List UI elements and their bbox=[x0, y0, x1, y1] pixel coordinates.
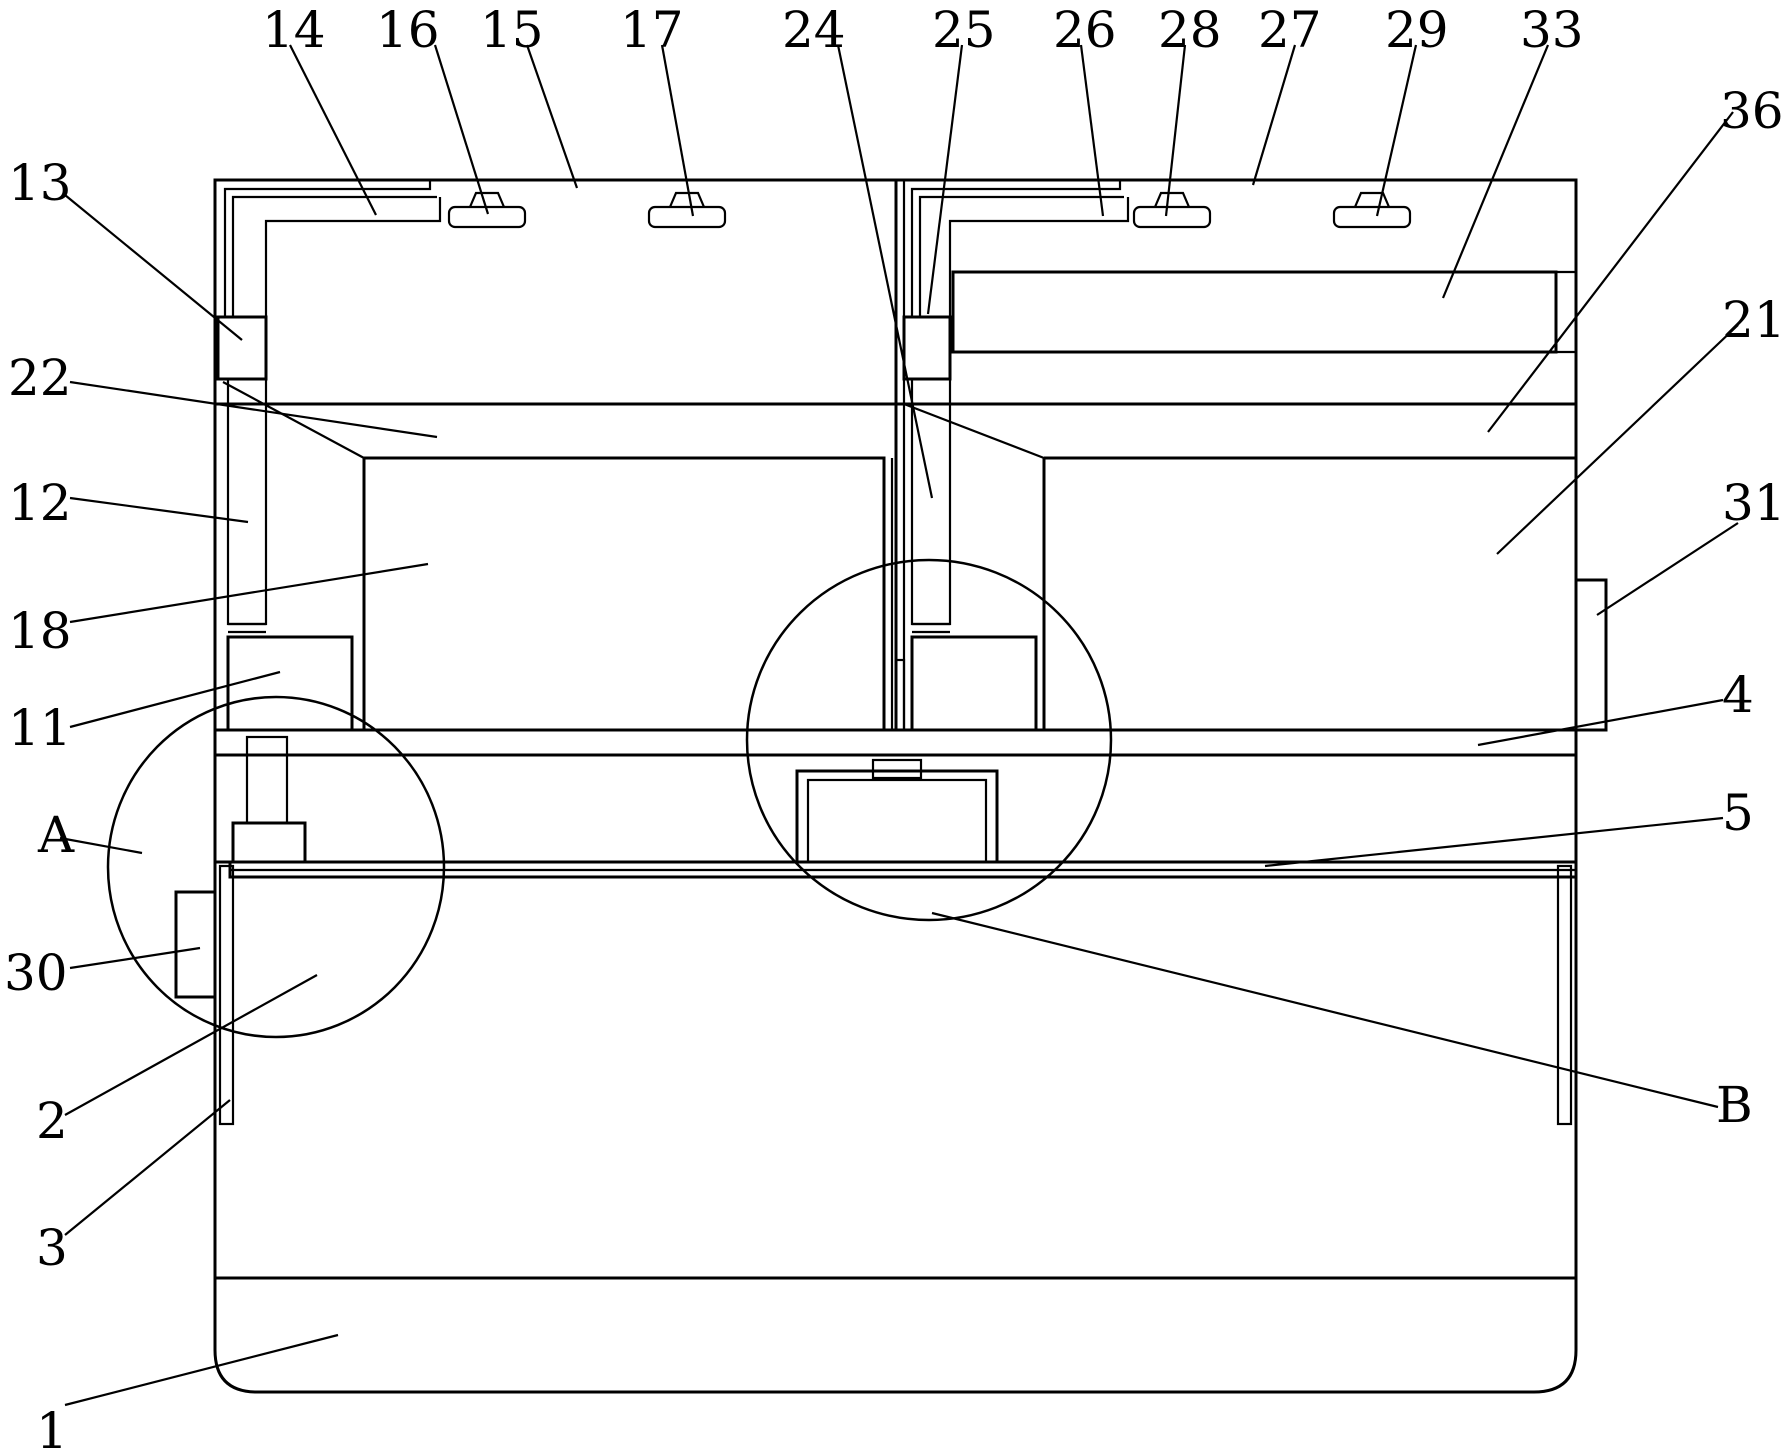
leader-22 bbox=[69, 380, 438, 439]
side-bracket-3-left bbox=[218, 864, 235, 1126]
label-26: 26 bbox=[1053, 1, 1117, 59]
nozzle-28 bbox=[1132, 205, 1212, 229]
drive-top-block bbox=[871, 758, 923, 780]
leader-21 bbox=[1496, 324, 1739, 555]
nozzle-16 bbox=[447, 205, 527, 229]
label-17: 17 bbox=[620, 1, 684, 59]
leader-36 bbox=[1487, 111, 1734, 433]
label-30: 30 bbox=[4, 944, 68, 1002]
pipe-14-outer bbox=[223, 180, 432, 317]
label-24: 24 bbox=[782, 1, 846, 59]
leader-13 bbox=[64, 194, 243, 341]
nozzle-29-tip bbox=[1353, 191, 1391, 208]
label-1: 1 bbox=[36, 1402, 68, 1454]
nozzle-16-tip bbox=[468, 191, 506, 208]
nozzle-17-tip bbox=[668, 191, 706, 208]
pipe-26-inner bbox=[918, 195, 1124, 317]
label-14: 14 bbox=[262, 1, 326, 59]
label-B: B bbox=[1716, 1076, 1753, 1134]
label-3: 3 bbox=[36, 1219, 68, 1277]
leader-28 bbox=[1164, 44, 1187, 217]
label-4: 4 bbox=[1722, 666, 1754, 724]
label-29: 29 bbox=[1385, 1, 1449, 59]
leader-14 bbox=[289, 44, 377, 216]
leader-26 bbox=[1079, 44, 1105, 217]
leader-18 bbox=[69, 562, 429, 624]
label-25: 25 bbox=[932, 1, 996, 59]
tray-18 bbox=[362, 456, 886, 730]
rod-left bbox=[245, 735, 289, 825]
panel-33 bbox=[951, 270, 1558, 354]
leader-A bbox=[59, 836, 143, 855]
brush-head bbox=[231, 821, 307, 864]
leader-3 bbox=[64, 1099, 231, 1236]
label-18: 18 bbox=[8, 602, 72, 660]
label-16: 16 bbox=[376, 1, 440, 59]
leader-29 bbox=[1375, 44, 1418, 217]
base-1 bbox=[213, 1276, 1578, 1394]
handle-31 bbox=[1574, 578, 1608, 732]
main-body-2 bbox=[213, 860, 1578, 1280]
leader-5 bbox=[1264, 816, 1724, 868]
label-11: 11 bbox=[8, 699, 72, 757]
leader-12 bbox=[69, 496, 249, 524]
label-21: 21 bbox=[1722, 291, 1783, 349]
leader-4 bbox=[1477, 698, 1724, 747]
label-5: 5 bbox=[1722, 784, 1754, 842]
detail-circle-B bbox=[745, 558, 1113, 922]
drive-frame-inner bbox=[806, 778, 988, 864]
pump-block-25 bbox=[902, 315, 952, 381]
label-31: 31 bbox=[1722, 474, 1783, 532]
label-A: A bbox=[37, 806, 75, 864]
mount-30 bbox=[174, 890, 217, 999]
partition-board-4 bbox=[213, 728, 1578, 757]
leader-33 bbox=[1441, 44, 1550, 299]
leader-31 bbox=[1596, 522, 1739, 616]
motor-right bbox=[910, 635, 1038, 730]
leader-11 bbox=[69, 670, 281, 729]
label-36: 36 bbox=[1720, 82, 1783, 140]
pipe-26-outer bbox=[910, 180, 1122, 317]
label-15: 15 bbox=[480, 1, 544, 59]
center-rod bbox=[894, 658, 906, 732]
motor-11 bbox=[226, 635, 354, 730]
label-33: 33 bbox=[1520, 1, 1584, 59]
side-bracket-3-right bbox=[1556, 864, 1573, 1126]
leader-B bbox=[931, 911, 1719, 1109]
leader-25 bbox=[926, 44, 964, 315]
label-2: 2 bbox=[36, 1092, 68, 1150]
leader-27 bbox=[1251, 44, 1297, 186]
nozzle-29 bbox=[1332, 205, 1412, 229]
leader-24 bbox=[836, 44, 934, 499]
leader-22-b bbox=[222, 381, 365, 459]
drive-frame bbox=[795, 769, 999, 864]
detail-circle-A bbox=[106, 695, 446, 1039]
leader-24-b bbox=[903, 402, 1045, 460]
label-27: 27 bbox=[1258, 1, 1322, 59]
nozzle-28-tip bbox=[1153, 191, 1191, 208]
pipe-14-inner2 bbox=[264, 197, 442, 317]
pipe-26-inner2 bbox=[948, 197, 1130, 317]
nozzle-17 bbox=[647, 205, 727, 229]
leader-1 bbox=[64, 1333, 339, 1407]
leader-17 bbox=[660, 44, 695, 217]
label-22: 22 bbox=[8, 349, 72, 407]
leader-2 bbox=[64, 974, 318, 1116]
leader-16 bbox=[433, 44, 490, 215]
label-13: 13 bbox=[8, 154, 72, 212]
vertical-pipe-24 bbox=[910, 402, 952, 626]
pump-block-13 bbox=[216, 315, 268, 381]
label-12: 12 bbox=[8, 474, 72, 532]
leader-30 bbox=[69, 946, 201, 970]
leader-15 bbox=[525, 44, 579, 189]
pipe-14-inner bbox=[231, 195, 437, 317]
label-28: 28 bbox=[1158, 1, 1222, 59]
